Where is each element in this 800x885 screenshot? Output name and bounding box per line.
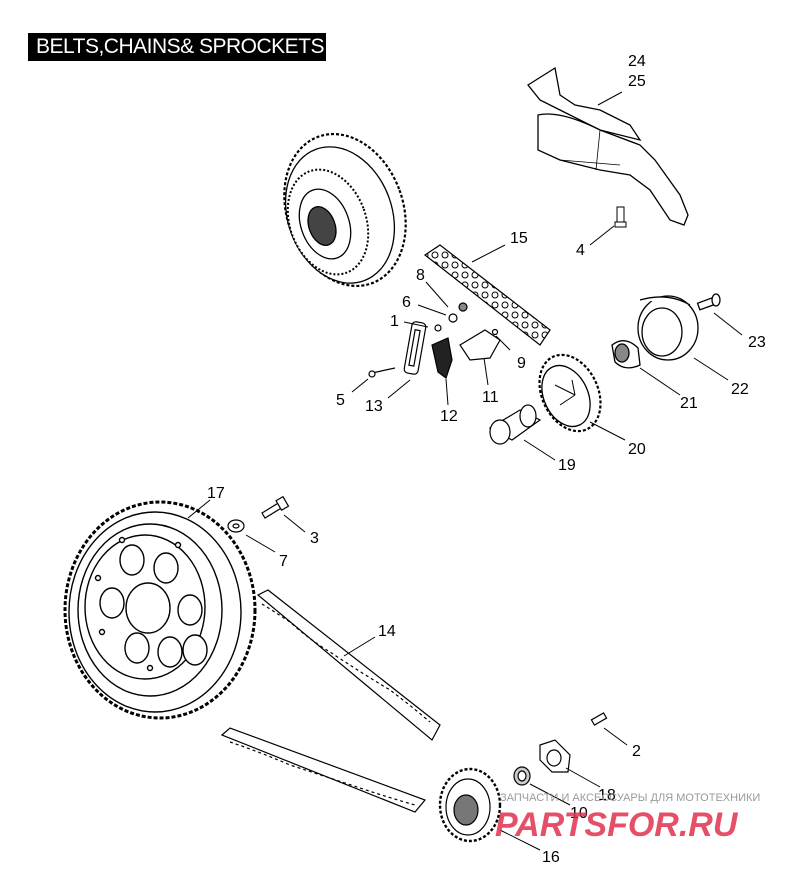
callout-13: 13: [365, 398, 383, 415]
callout-21: 21: [680, 395, 698, 412]
rear-belt-sprocket-part: [63, 500, 257, 720]
watermark-brand: PARTSFOR.RU: [495, 806, 739, 844]
callout-20: 20: [628, 441, 646, 458]
compensator-cover-part: [611, 293, 721, 369]
callout-1: 1: [390, 313, 399, 330]
callout-22: 22: [731, 381, 749, 398]
chain-guard-part: [527, 66, 689, 226]
callout-23: 23: [748, 334, 766, 351]
callout-7: 7: [279, 553, 288, 570]
callout-3: 3: [310, 530, 319, 547]
sliding-cam-part: [488, 404, 542, 445]
screw-4-part: [614, 206, 627, 228]
callout-8: 8: [416, 267, 425, 284]
drive-belt-part: [220, 589, 441, 813]
page-title: BELTS,CHAINS& SPROCKETS: [28, 33, 326, 61]
transmission-sprocket-parts: [438, 712, 608, 843]
callout-2: 2: [632, 743, 641, 760]
callout-6: 6: [402, 294, 411, 311]
callout-4: 4: [576, 242, 585, 259]
callout-25: 25: [628, 73, 646, 90]
callout-24: 24: [628, 53, 646, 70]
callout-15: 15: [510, 230, 528, 247]
clutch-basket-part: [283, 132, 407, 288]
leader-lines: [187, 91, 743, 851]
callout-18: 18: [598, 787, 616, 804]
callout-5: 5: [336, 392, 345, 409]
watermark: ЗАПЧАСТИ И АКСЕССУАРЫ ДЛЯ МОТОТЕХНИКИ PA…: [495, 792, 760, 844]
compensator-sprocket-part: [538, 353, 602, 433]
callout-labels: 24 25 15 4 8 6 1 9 5 13 12 11 23 22 21 2…: [207, 53, 766, 866]
watermark-tagline: ЗАПЧАСТИ И АКСЕССУАРЫ ДЛЯ МОТОТЕХНИКИ: [500, 792, 760, 804]
callout-12: 12: [440, 408, 458, 425]
callout-9: 9: [517, 355, 526, 372]
callout-11: 11: [482, 389, 499, 406]
callout-17: 17: [207, 485, 225, 502]
sprocket-bolt-washer-parts: [227, 495, 290, 533]
callout-19: 19: [558, 457, 576, 474]
primary-chain-part: [423, 244, 551, 346]
callout-16: 16: [542, 849, 560, 866]
callout-14: 14: [378, 623, 396, 640]
chain-tensioner-parts: [368, 302, 501, 379]
callout-10: 10: [570, 805, 588, 822]
